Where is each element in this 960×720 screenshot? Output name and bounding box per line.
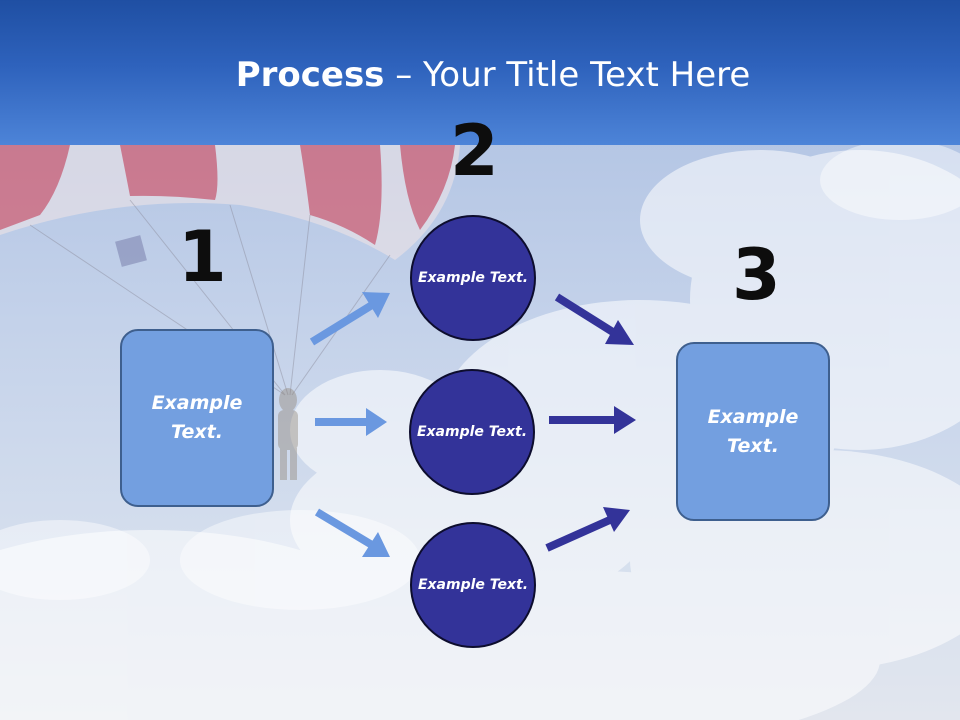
arrow-from-circle-1 (554, 293, 634, 345)
arrow-to-circle-2 (315, 408, 387, 436)
arrow-to-circle-1 (309, 292, 390, 346)
title-bar (0, 0, 960, 145)
step-circle-3: Example Text. (410, 522, 536, 648)
step-number-1: 1 (178, 216, 227, 298)
left-step-box: Example Text. (120, 329, 274, 507)
arrow-from-circle-3 (545, 507, 630, 552)
right-step-box: Example Text. (676, 342, 830, 521)
step-circle-1: Example Text. (410, 215, 536, 341)
step-circle-2: Example Text. (409, 369, 535, 495)
title-rest: – Your Title Text Here (384, 55, 751, 95)
slide-title: Process – Your Title Text Here (0, 55, 960, 95)
arrow-to-circle-3 (314, 508, 390, 557)
step-number-2: 2 (450, 110, 499, 192)
title-bold: Process (235, 55, 385, 95)
arrow-from-circle-2 (549, 406, 636, 434)
step-number-3: 3 (732, 234, 781, 316)
